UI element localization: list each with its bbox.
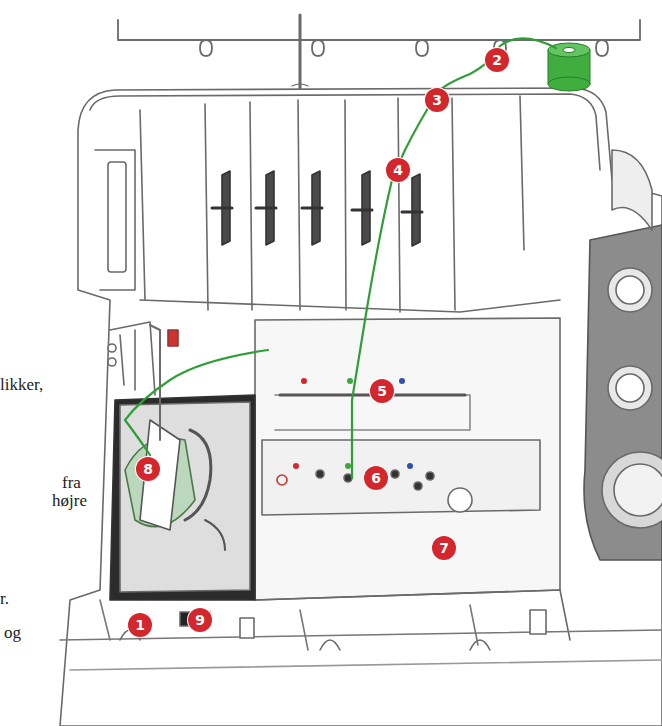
cropped-text: likker,: [0, 376, 43, 394]
cropped-text: og: [4, 624, 21, 642]
cropped-text: r.: [0, 590, 9, 608]
callout-number: 9: [188, 608, 212, 632]
cropped-text: fra: [62, 474, 81, 492]
callout-number: 3: [425, 88, 449, 112]
callout-number: 2: [485, 48, 509, 72]
callout-number: 6: [364, 466, 388, 490]
callout-number: 8: [136, 457, 160, 481]
cropped-text: højre: [52, 492, 87, 510]
callout-number: 5: [370, 379, 394, 403]
callout-number: 1: [128, 613, 152, 637]
callout-number: 4: [386, 158, 410, 182]
callout-number: 7: [432, 536, 456, 560]
